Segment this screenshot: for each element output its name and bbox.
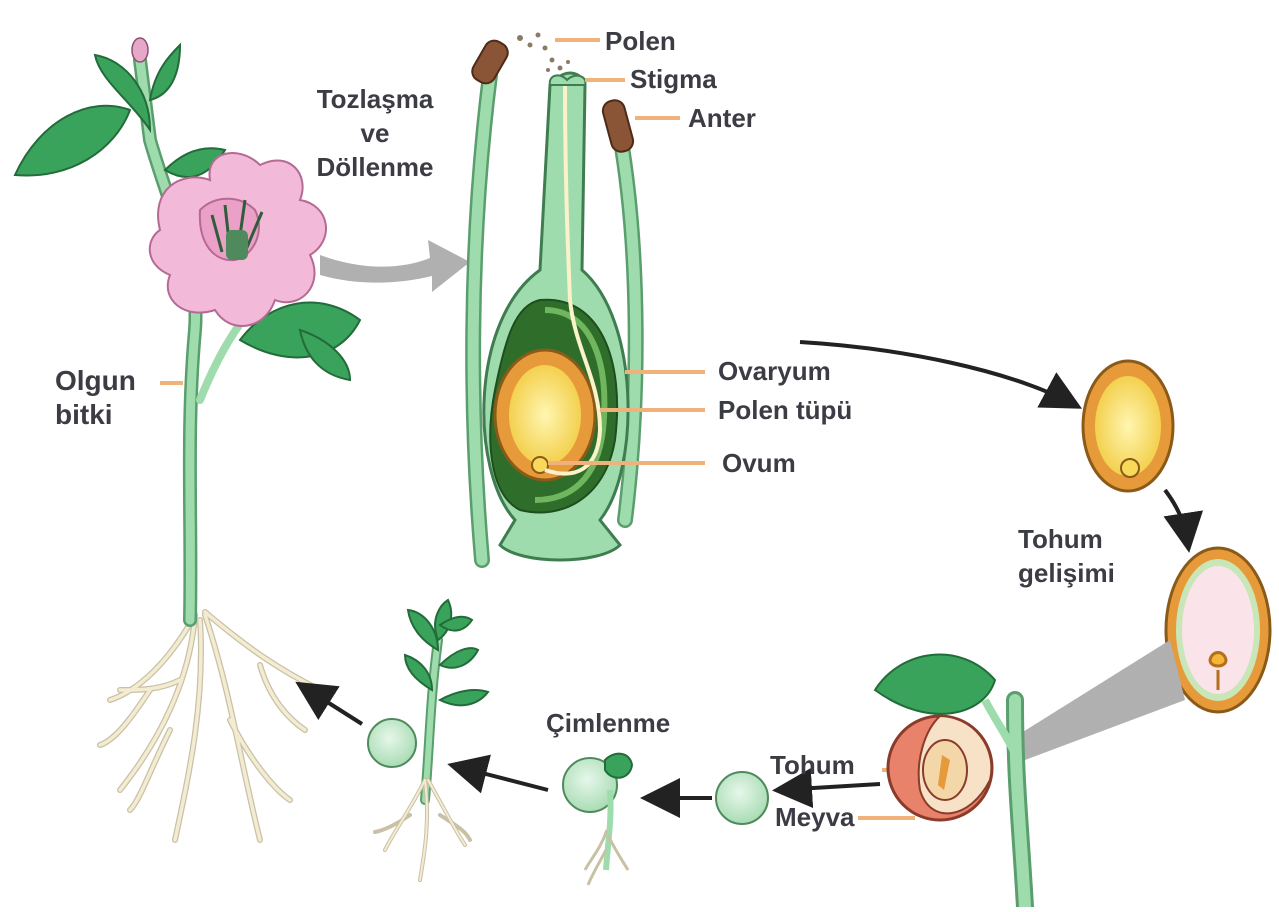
- germinating-seed: [563, 754, 632, 885]
- label-tohum-gelisimi: Tohum gelişimi: [1018, 522, 1115, 590]
- label-stigma: Stigma: [630, 62, 717, 96]
- ovule: [495, 350, 595, 480]
- arrow-sprout-to-seedling: [455, 766, 548, 790]
- seed-icon: [716, 772, 768, 824]
- label-tozlasma: Tozlaşma ve Döllenme: [300, 82, 450, 184]
- arrow-fruit-to-seed: [780, 784, 880, 790]
- flower-bud: [132, 38, 148, 62]
- label-anter: Anter: [688, 101, 756, 135]
- label-polen-tupu: Polen tüpü: [718, 393, 852, 427]
- arrow-seedling-to-plant: [302, 686, 362, 724]
- fruit-icon: [888, 716, 992, 820]
- label-tohum: Tohum: [770, 748, 855, 782]
- label-olgun-bitki: Olgun bitki: [55, 364, 136, 432]
- zoom-wedge: [1010, 640, 1185, 760]
- seedling: [368, 600, 488, 880]
- label-ovaryum: Ovaryum: [718, 354, 831, 388]
- fruit-plant: [875, 655, 1025, 907]
- seed-development-1: [1083, 361, 1173, 491]
- arrow-to-pollination: [320, 240, 470, 292]
- label-meyva: Meyva: [775, 800, 855, 834]
- label-ovum: Ovum: [722, 446, 796, 480]
- leaf-icon: [405, 600, 488, 705]
- label-cimlenme: Çimlenme: [546, 706, 670, 740]
- arrow-seed-growth: [1165, 490, 1188, 545]
- flower-cross-section: [469, 33, 636, 561]
- label-polen: Polen: [605, 24, 676, 58]
- leaf-icon: [875, 655, 995, 714]
